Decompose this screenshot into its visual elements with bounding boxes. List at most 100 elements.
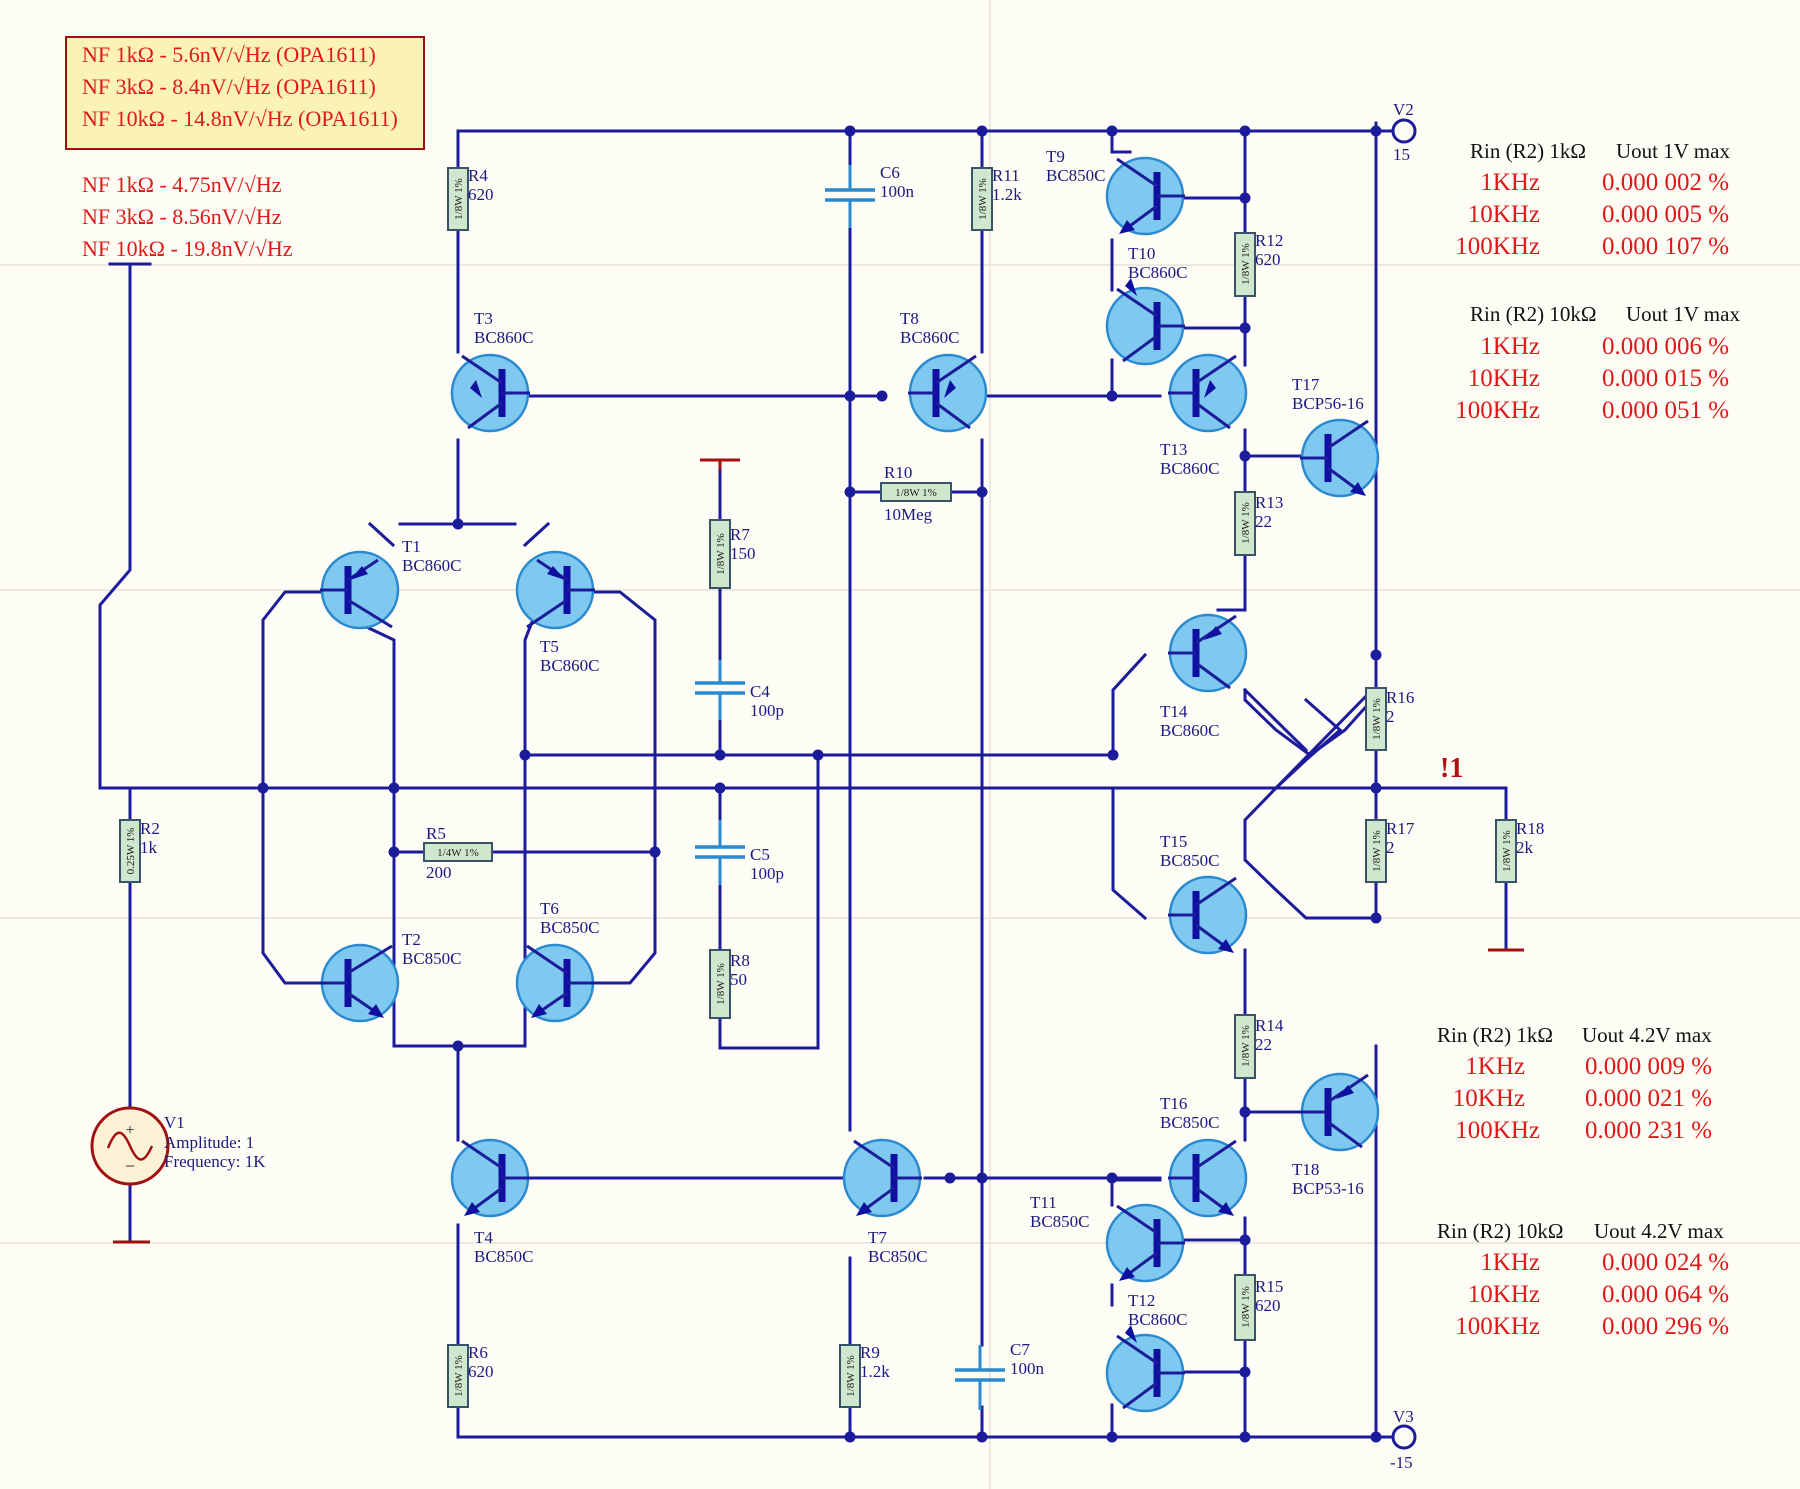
transistor-bodies — [320, 156, 1380, 1413]
dt3-header-uout: Uout 4.2V max — [1582, 1023, 1712, 1047]
rating-R15: 1/8W 1% — [1240, 1286, 1252, 1328]
label-R12-value: 620 — [1255, 250, 1281, 269]
label-T17-part: BCP56-16 — [1292, 394, 1364, 413]
resistor-R12 — [1234, 232, 1256, 297]
label-C4-value: 100p — [750, 701, 784, 720]
rating-R2: 0.25W 1% — [125, 828, 137, 875]
dt1-freq-3: 100KHz — [1455, 233, 1540, 260]
label-T2-ref: T2 — [402, 930, 421, 949]
label-T7-ref: T7 — [868, 1228, 887, 1247]
label-T13-ref: T13 — [1160, 440, 1187, 459]
label-R14-ref: R14 — [1255, 1016, 1284, 1035]
dt2-freq-3: 100KHz — [1455, 397, 1540, 424]
rating-R6: 1/8W 1% — [453, 1355, 465, 1397]
ground-R7 — [700, 458, 740, 470]
capacitor-C7 — [955, 1345, 1005, 1410]
resistor-R7 — [709, 519, 731, 589]
dt2-header-rin: Rin (R2) 10kΩ — [1470, 302, 1596, 326]
rating-R16: 1/8W 1% — [1371, 698, 1383, 740]
rating-R8: 1/8W 1% — [715, 963, 727, 1005]
label-T4-part: BC850C — [474, 1247, 534, 1266]
label-R11-value: 1.2k — [992, 185, 1022, 204]
label-R5-value: 200 — [426, 863, 452, 882]
transistor-T14 — [1168, 613, 1248, 693]
transistor-T12 — [1105, 1325, 1185, 1413]
label-T14-ref: T14 — [1160, 702, 1188, 721]
transistor-T4 — [450, 1138, 530, 1218]
label-T12-part: BC860C — [1128, 1310, 1188, 1329]
distortion-table-4: Rin (R2) 10kΩ Uout 4.2V max 1KHz 0.000 0… — [1437, 1219, 1729, 1340]
label-T17-ref: T17 — [1292, 375, 1320, 394]
dt2-val-3: 0.000 051 % — [1602, 397, 1729, 424]
rating-R18: 1/8W 1% — [1501, 830, 1513, 872]
dt1-header-uout: Uout 1V max — [1616, 139, 1730, 163]
transistor-T11 — [1105, 1203, 1185, 1283]
label-R5-ref: R5 — [426, 824, 446, 843]
resistor-R11 — [971, 167, 993, 231]
label-T3-part: BC860C — [474, 328, 534, 347]
transistor-T10 — [1105, 278, 1185, 366]
dt4-freq-2: 10KHz — [1468, 1281, 1540, 1308]
transistor-T1 — [320, 550, 400, 630]
label-C5-value: 100p — [750, 864, 784, 883]
label-T6-ref: T6 — [540, 899, 559, 918]
dt3-freq-3: 100KHz — [1455, 1117, 1540, 1144]
label-T2-part: BC850C — [402, 949, 462, 968]
source-minus: − — [125, 1156, 135, 1176]
label-T18-ref: T18 — [1292, 1160, 1319, 1179]
rating-R13: 1/8W 1% — [1240, 502, 1252, 544]
label-C4-ref: C4 — [750, 682, 770, 701]
label-T7-part: BC850C — [868, 1247, 928, 1266]
dt4-val-2: 0.000 064 % — [1602, 1281, 1729, 1308]
label-T16-part: BC850C — [1160, 1113, 1220, 1132]
transistor-T13 — [1168, 353, 1248, 433]
label-T18-part: BCP53-16 — [1292, 1179, 1364, 1198]
label-R10-ref: R10 — [884, 463, 912, 482]
label-R6-value: 620 — [468, 1362, 494, 1381]
transistor-T3 — [450, 353, 530, 433]
resistor-bodies — [119, 167, 1517, 1408]
dt3-val-2: 0.000 021 % — [1585, 1085, 1712, 1112]
label-R13-value: 22 — [1255, 512, 1272, 531]
label-R17-value: 2 — [1386, 838, 1395, 857]
label-T16-ref: T16 — [1160, 1094, 1187, 1113]
capacitor-C4 — [695, 660, 745, 720]
rating-R5: 1/4W 1% — [437, 847, 479, 859]
transistor-T8 — [908, 353, 988, 433]
label-T10-ref: T10 — [1128, 244, 1155, 263]
label-C6-ref: C6 — [880, 163, 900, 182]
transistor-T7 — [842, 1138, 922, 1218]
label-T13-part: BC860C — [1160, 459, 1220, 478]
label-T11-part: BC850C — [1030, 1212, 1090, 1231]
label-R18-ref: R18 — [1516, 819, 1544, 838]
resistor-R6 — [447, 1344, 469, 1408]
v2-name: V2 — [1393, 100, 1414, 119]
dt3-header-rin: Rin (R2) 1kΩ — [1437, 1023, 1553, 1047]
dt4-header-uout: Uout 4.2V max — [1594, 1219, 1724, 1243]
transistor-T9 — [1105, 156, 1185, 236]
resistor-R4 — [447, 167, 469, 231]
dt1-header-rin: Rin (R2) 1kΩ — [1470, 139, 1586, 163]
v3-value: -15 — [1390, 1453, 1413, 1472]
dt4-header-rin: Rin (R2) 10kΩ — [1437, 1219, 1563, 1243]
capacitor-C6 — [825, 165, 875, 228]
v3-name: V3 — [1393, 1407, 1414, 1426]
label-R2-ref: R2 — [140, 819, 160, 838]
label-R7-ref: R7 — [730, 525, 750, 544]
label-C6-value: 100n — [880, 182, 915, 201]
rating-R11: 1/8W 1% — [977, 178, 989, 220]
label-R9-ref: R9 — [860, 1343, 880, 1362]
dt2-val-2: 0.000 015 % — [1602, 365, 1729, 392]
noise-line-3: NF 10kΩ - 19.8nV/√Hz — [82, 236, 293, 261]
resistor-R16 — [1365, 687, 1387, 751]
rating-R14: 1/8W 1% — [1240, 1025, 1252, 1067]
dt4-val-1: 0.000 024 % — [1602, 1249, 1729, 1276]
label-T9-part: BC850C — [1046, 166, 1106, 185]
resistor-R2 — [119, 819, 141, 883]
label-C7-value: 100n — [1010, 1359, 1045, 1378]
noise-box-line-1: NF 1kΩ - 5.6nV/√Hz (OPA1611) — [82, 42, 376, 67]
ground-symbols — [108, 262, 1524, 1244]
label-V1-amplitude: Amplitude: 1 — [164, 1133, 254, 1152]
label-T12-ref: T12 — [1128, 1291, 1155, 1310]
label-R7-value: 150 — [730, 544, 756, 563]
